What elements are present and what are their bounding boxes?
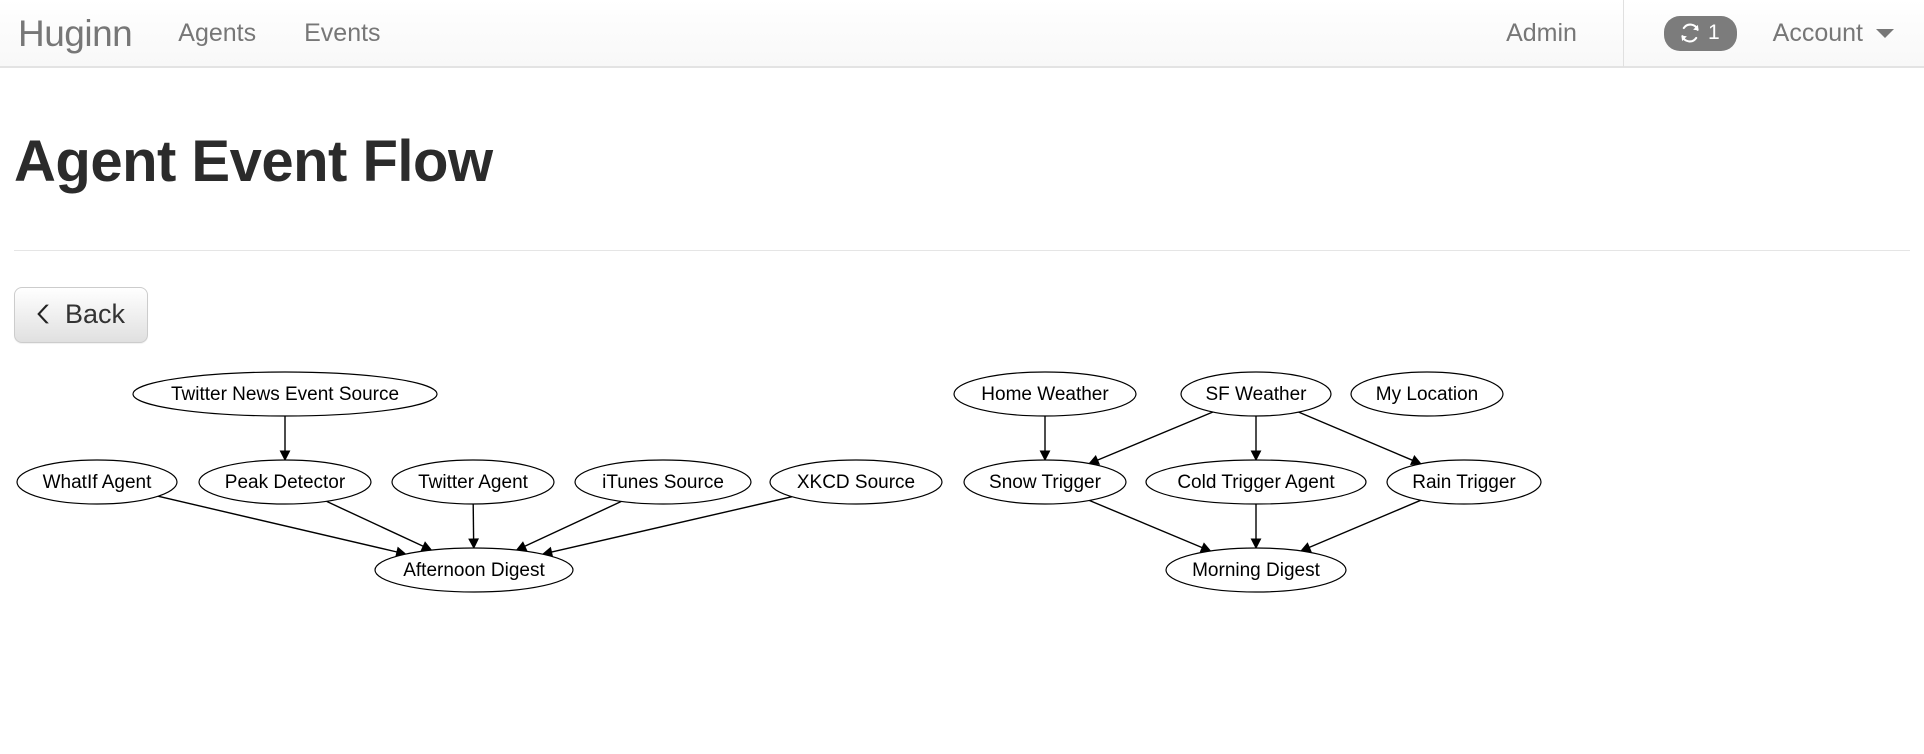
account-label: Account bbox=[1772, 18, 1863, 47]
graph-edge-arrowhead bbox=[1410, 454, 1422, 465]
graph-node-shape bbox=[16, 459, 178, 505]
graph-edge bbox=[1088, 499, 1203, 549]
graph-node-label: Afternoon Digest bbox=[403, 560, 545, 581]
caret-down-icon bbox=[1876, 28, 1894, 38]
graph-edge bbox=[1309, 499, 1422, 548]
graph-edge bbox=[1097, 411, 1214, 461]
graph-node-shape bbox=[963, 459, 1127, 505]
graph-edge-arrowhead bbox=[515, 541, 528, 551]
graph-node-label: iTunes Source bbox=[602, 472, 724, 493]
graph-edge bbox=[1298, 411, 1413, 461]
graph-node-shape bbox=[198, 459, 372, 505]
page-title: Agent Event Flow bbox=[14, 129, 493, 194]
graph-edge-arrowhead bbox=[1039, 450, 1051, 461]
graph-edges-layer bbox=[157, 411, 1422, 558]
graph-node-twitter_agent[interactable]: Twitter Agent bbox=[391, 459, 555, 505]
nav-item-events[interactable]: Events bbox=[304, 19, 381, 47]
navbar-right-group: Admin 1 Account bbox=[1460, 0, 1924, 67]
back-button-label: Back bbox=[65, 298, 126, 329]
graph-node-my_location[interactable]: My Location bbox=[1350, 371, 1504, 417]
graph-node-label: Cold Trigger Agent bbox=[1177, 472, 1335, 493]
graph-node-shape bbox=[574, 459, 752, 505]
navbar-divider bbox=[1622, 0, 1624, 67]
nav-item-account[interactable]: Account bbox=[1773, 19, 1924, 48]
nav-item-admin[interactable]: Admin bbox=[1506, 19, 1577, 47]
graph-node-label: Twitter News Event Source bbox=[171, 384, 399, 405]
graph-node-label: Snow Trigger bbox=[989, 472, 1102, 493]
graph-node-peak_detector[interactable]: Peak Detector bbox=[198, 459, 372, 505]
nav-item-agents[interactable]: Agents bbox=[178, 19, 257, 47]
graph-node-label: Morning Digest bbox=[1192, 560, 1320, 581]
graph-node-shape bbox=[374, 547, 574, 593]
graph-node-itunes_source[interactable]: iTunes Source bbox=[574, 459, 752, 505]
graph-node-xkcd_source[interactable]: XKCD Source bbox=[769, 459, 943, 505]
graph-node-rain_trigger[interactable]: Rain Trigger bbox=[1386, 459, 1542, 505]
graph-node-twitter_news_event_source[interactable]: Twitter News Event Source bbox=[132, 371, 438, 417]
refresh-icon bbox=[1681, 23, 1699, 42]
title-divider bbox=[14, 249, 1910, 251]
graph-node-label: WhatIf Agent bbox=[43, 472, 153, 493]
graph-edge bbox=[157, 495, 398, 553]
graph-node-shape bbox=[953, 371, 1137, 417]
graph-node-shape bbox=[1350, 371, 1504, 417]
graph-edge-arrowhead bbox=[468, 538, 480, 549]
graph-node-label: XKCD Source bbox=[797, 472, 915, 493]
graph-node-shape bbox=[1145, 459, 1367, 505]
graph-edge-arrowhead bbox=[1088, 454, 1101, 465]
graph-node-shape bbox=[1180, 371, 1332, 417]
graph-node-home_weather[interactable]: Home Weather bbox=[953, 371, 1137, 417]
graph-node-cold_trigger_agent[interactable]: Cold Trigger Agent bbox=[1145, 459, 1367, 505]
worker-status-badge[interactable]: 1 bbox=[1663, 15, 1737, 51]
graph-node-label: Home Weather bbox=[981, 384, 1109, 405]
graph-node-shape bbox=[132, 371, 438, 417]
graph-edge-arrowhead bbox=[1199, 542, 1212, 553]
graph-node-shape bbox=[391, 459, 555, 505]
graph-node-label: Rain Trigger bbox=[1412, 472, 1516, 493]
worker-count: 1 bbox=[1707, 21, 1720, 44]
worker-status-wrap: 1 bbox=[1624, 15, 1773, 51]
graph-node-afternoon_digest[interactable]: Afternoon Digest bbox=[374, 547, 574, 593]
graph-node-label: SF Weather bbox=[1205, 384, 1307, 405]
graph-node-label: Peak Detector bbox=[225, 472, 346, 493]
back-button[interactable]: Back bbox=[14, 286, 149, 343]
graph-node-label: Twitter Agent bbox=[418, 472, 529, 493]
graph-node-shape bbox=[1386, 459, 1542, 505]
graph-node-shape bbox=[769, 459, 943, 505]
graph-edge bbox=[524, 500, 622, 547]
brand-logo-huginn[interactable]: Huginn bbox=[18, 12, 133, 54]
page-container: Agent Event Flow Back bbox=[0, 68, 1924, 343]
graph-edge bbox=[326, 500, 424, 547]
graph-edge bbox=[551, 495, 793, 553]
graph-node-label: My Location bbox=[1376, 384, 1478, 405]
top-navbar: Huginn Agents Events Admin 1 Account bbox=[0, 0, 1924, 68]
graph-edge-arrowhead bbox=[279, 450, 291, 461]
graph-node-snow_trigger[interactable]: Snow Trigger bbox=[963, 459, 1127, 505]
graph-node-whatif_agent[interactable]: WhatIf Agent bbox=[16, 459, 178, 505]
graph-node-shape bbox=[1165, 547, 1347, 593]
graph-edge-arrowhead bbox=[1250, 538, 1262, 549]
graph-node-morning_digest[interactable]: Morning Digest bbox=[1165, 547, 1347, 593]
navbar-left-group: Huginn Agents Events bbox=[0, 0, 405, 66]
graph-node-sf_weather[interactable]: SF Weather bbox=[1180, 371, 1332, 417]
graph-edge-arrowhead bbox=[1250, 450, 1262, 461]
chevron-left-icon bbox=[37, 304, 49, 324]
graph-edge-arrowhead bbox=[420, 541, 433, 551]
graph-edge-arrowhead bbox=[1299, 542, 1312, 553]
